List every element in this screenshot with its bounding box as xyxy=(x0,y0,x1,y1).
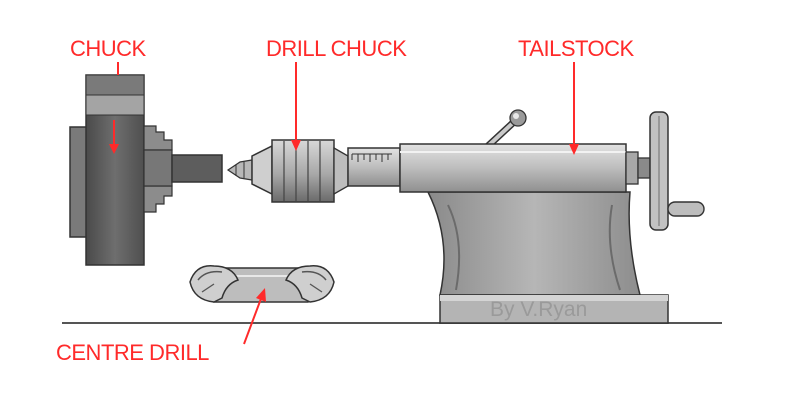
label-chuck: CHUCK xyxy=(70,36,147,61)
chuck xyxy=(69,74,223,266)
drill-chuck xyxy=(226,139,349,203)
label-centre-drill: CENTRE DRILL xyxy=(56,340,209,365)
label-drill-chuck: DRILL CHUCK xyxy=(266,36,407,61)
credit-text: By V.Ryan xyxy=(490,298,587,321)
arrow-centre-drill xyxy=(243,295,263,345)
label-tailstock: TAILSTOCK xyxy=(518,36,635,61)
tailstock: By V.Ryan xyxy=(347,109,705,324)
